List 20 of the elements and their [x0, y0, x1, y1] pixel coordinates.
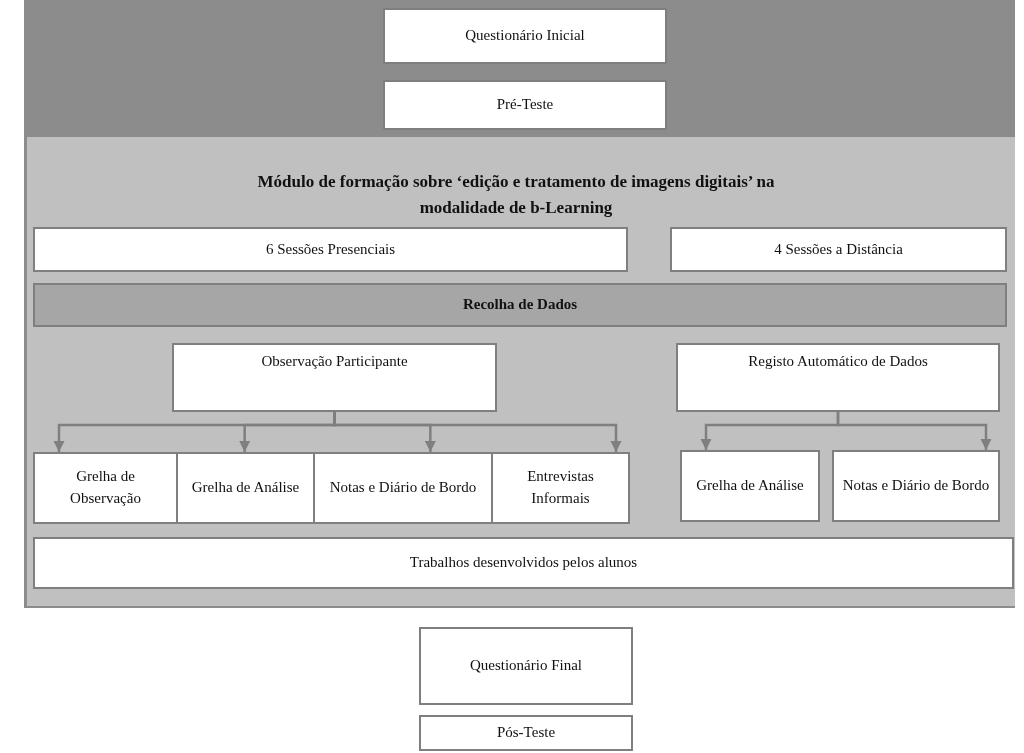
process-box: 4 Sessões a Distância [670, 227, 1007, 272]
process-box: Grelha de Observação [33, 452, 178, 524]
module-panel [24, 137, 1015, 608]
process-box: Grelha de Análise [680, 450, 820, 522]
process-box: Questionário Inicial [383, 8, 667, 64]
process-box: 6 Sessões Presenciais [33, 227, 628, 272]
process-box: Notas e Diário de Bordo [832, 450, 1000, 522]
process-box: Entrevistas Informais [491, 452, 630, 524]
section-header-bar: Recolha de Dados [33, 283, 1007, 327]
process-box: Registo Automático de Dados [676, 343, 1000, 412]
process-box: Pré-Teste [383, 80, 667, 130]
arrow [836, 412, 992, 450]
process-box: Notas e Diário de Bordo [313, 452, 493, 524]
box [24, 0, 1015, 137]
process-box: Pós-Teste [419, 715, 633, 751]
process-box: Trabalhos desenvolvidos pelos alunos [33, 537, 1014, 589]
panel-heading: Módulo de formação sobre ‘edição e tratamento de imagens digitais’ na modalidade de b-Learning [256, 171, 776, 220]
process-box: Questionário Final [419, 627, 633, 705]
process-box: Observação Participante [172, 343, 497, 412]
process-box: Grelha de Análise [176, 452, 315, 524]
